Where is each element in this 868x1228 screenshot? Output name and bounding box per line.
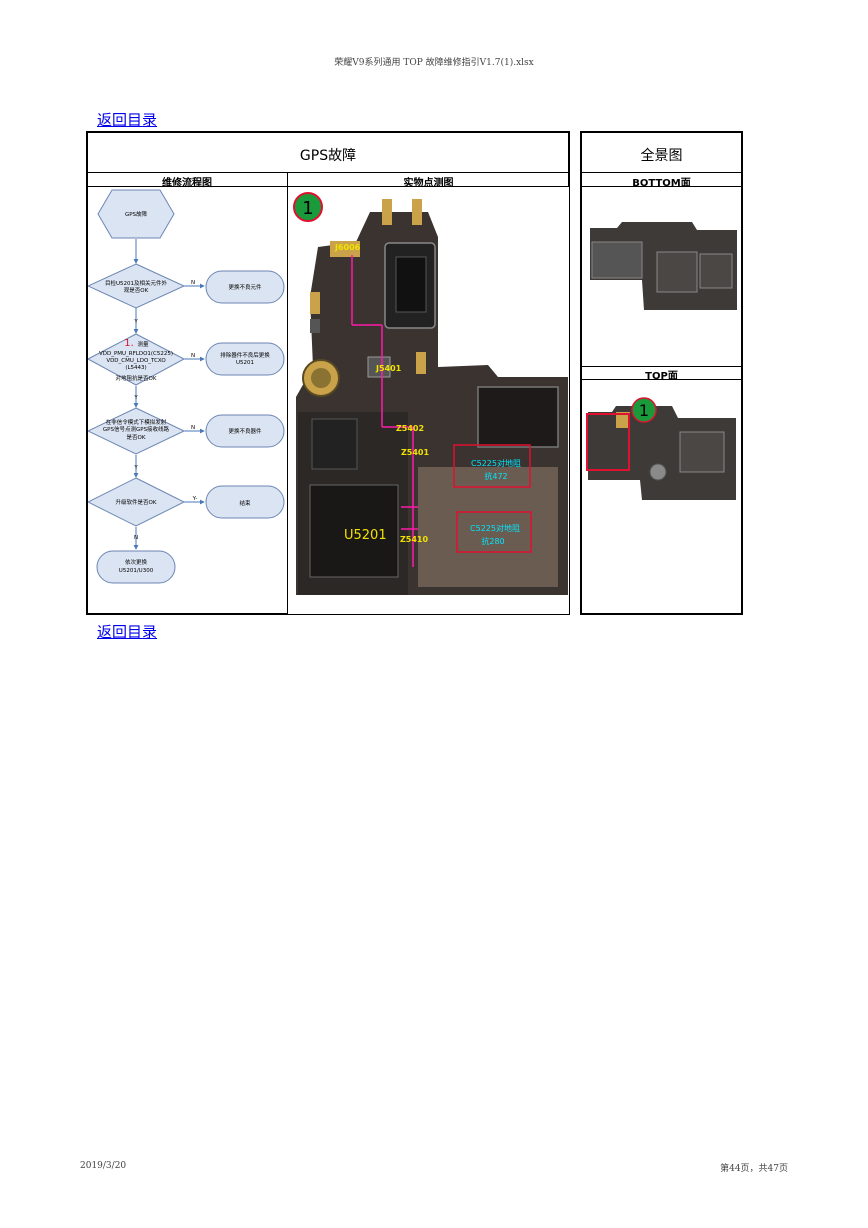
divider (87, 186, 569, 187)
footer-page-number: 第44页，共47页 (720, 1164, 788, 1174)
svg-text:N: N (134, 535, 138, 541)
end-node (96, 550, 176, 584)
svg-text:Y: Y (133, 395, 138, 401)
divider (581, 186, 742, 187)
repair-flowchart: GPS故障 目检U5201及相关元件外 观是否OK 更换不良元件 1. 测量 V… (88, 189, 285, 584)
svg-text:U5201/U300: U5201/U300 (119, 568, 154, 574)
overview-panel (580, 131, 743, 615)
svg-text:C5225对地阻: C5225对地阻 (470, 523, 520, 533)
svg-text:对地阻抗是否OK: 对地阻抗是否OK (116, 374, 157, 382)
decision-impedance-check (88, 333, 186, 386)
svg-text:更换不良器件: 更换不良器件 (228, 427, 262, 435)
svg-text:是否OK: 是否OK (127, 434, 146, 441)
svg-text:Z5402: Z5402 (396, 424, 424, 433)
svg-text:观是否OK: 观是否OK (124, 287, 149, 294)
svg-text:更换不良元件: 更换不良元件 (228, 283, 262, 291)
svg-text:抗280: 抗280 (481, 536, 504, 546)
top-board-image: 1 (586, 397, 736, 500)
svg-text:(L5443): (L5443) (125, 365, 146, 371)
flowchart-column-header: 维修流程图 (162, 178, 212, 189)
overview-marker: 1 (639, 401, 649, 420)
svg-text:Y-: Y- (192, 496, 198, 502)
measurement-photo: 1 J6006 J5401 Z5402 Z5401 Z5410 U5201 C5… (288, 187, 569, 614)
back-to-index-link-bottom[interactable]: 返回目录 (97, 623, 158, 641)
decision-software-check (88, 477, 186, 527)
svg-text:排除器件不良后更换: 排除器件不良后更换 (220, 351, 270, 359)
action-finish (205, 485, 285, 519)
svg-text:1.: 1. (124, 338, 134, 349)
svg-text:GPS信号点测GPS接收线路: GPS信号点测GPS接收线路 (103, 425, 170, 433)
svg-text:抗472: 抗472 (484, 471, 507, 481)
svg-text:Z5410: Z5410 (400, 535, 429, 544)
decision-visual-check (88, 263, 186, 309)
svg-text:依次更换: 依次更换 (125, 558, 148, 566)
svg-text:J6006: J6006 (334, 243, 361, 252)
svg-text:J5401: J5401 (375, 364, 402, 373)
footer-date: 2019/3/20 (80, 1161, 127, 1171)
svg-text:目检U5201及相关元件外: 目检U5201及相关元件外 (105, 279, 168, 287)
svg-text:Z5401: Z5401 (401, 448, 430, 457)
svg-text:U5201: U5201 (236, 360, 254, 366)
photo-column-header: 实物点测图 (403, 178, 454, 189)
svg-text:N: N (191, 353, 195, 359)
decision-signal-check (88, 407, 186, 455)
svg-text:升级软件是否OK: 升级软件是否OK (116, 498, 157, 506)
document-header: 荣耀V9系列通用 TOP 故障维修指引V1.7(1).xlsx (334, 58, 534, 68)
back-to-index-link-top[interactable]: 返回目录 (97, 111, 158, 129)
svg-text:Y: Y (133, 319, 138, 325)
action-replace-parts (205, 270, 285, 304)
divider (581, 366, 742, 367)
divider (581, 172, 742, 173)
overview-title: 全景图 (640, 148, 683, 164)
action-replace-bad-device (205, 414, 285, 448)
divider (581, 379, 742, 380)
column-divider (287, 173, 288, 614)
svg-text:VDD_CMU_LDO_TCXO: VDD_CMU_LDO_TCXO (106, 358, 166, 364)
svg-text:N: N (191, 280, 195, 286)
svg-text:N: N (191, 425, 195, 431)
action-replace-u5201 (205, 342, 285, 376)
svg-text:Y: Y (133, 465, 138, 471)
photo-marker: 1 (302, 198, 313, 219)
divider (87, 172, 569, 173)
svg-text:结束: 结束 (239, 499, 251, 507)
top-side-label: TOP面 (645, 371, 678, 382)
fault-title: GPS故障 (299, 148, 357, 164)
start-node (97, 189, 175, 239)
bottom-board-image (590, 222, 737, 310)
svg-text:在非信令模式下模拟发射: 在非信令模式下模拟发射 (106, 418, 167, 426)
start-node-text: GPS故障 (125, 210, 148, 218)
svg-text:C5225对地阻: C5225对地阻 (471, 458, 521, 468)
svg-text:测量: 测量 (137, 340, 149, 348)
svg-text:VDD_PMU_RFLDO1(C5225): VDD_PMU_RFLDO1(C5225) (99, 351, 173, 357)
chip-label: U5201 (344, 528, 387, 543)
bottom-side-label: BOTTOM面 (632, 178, 691, 189)
